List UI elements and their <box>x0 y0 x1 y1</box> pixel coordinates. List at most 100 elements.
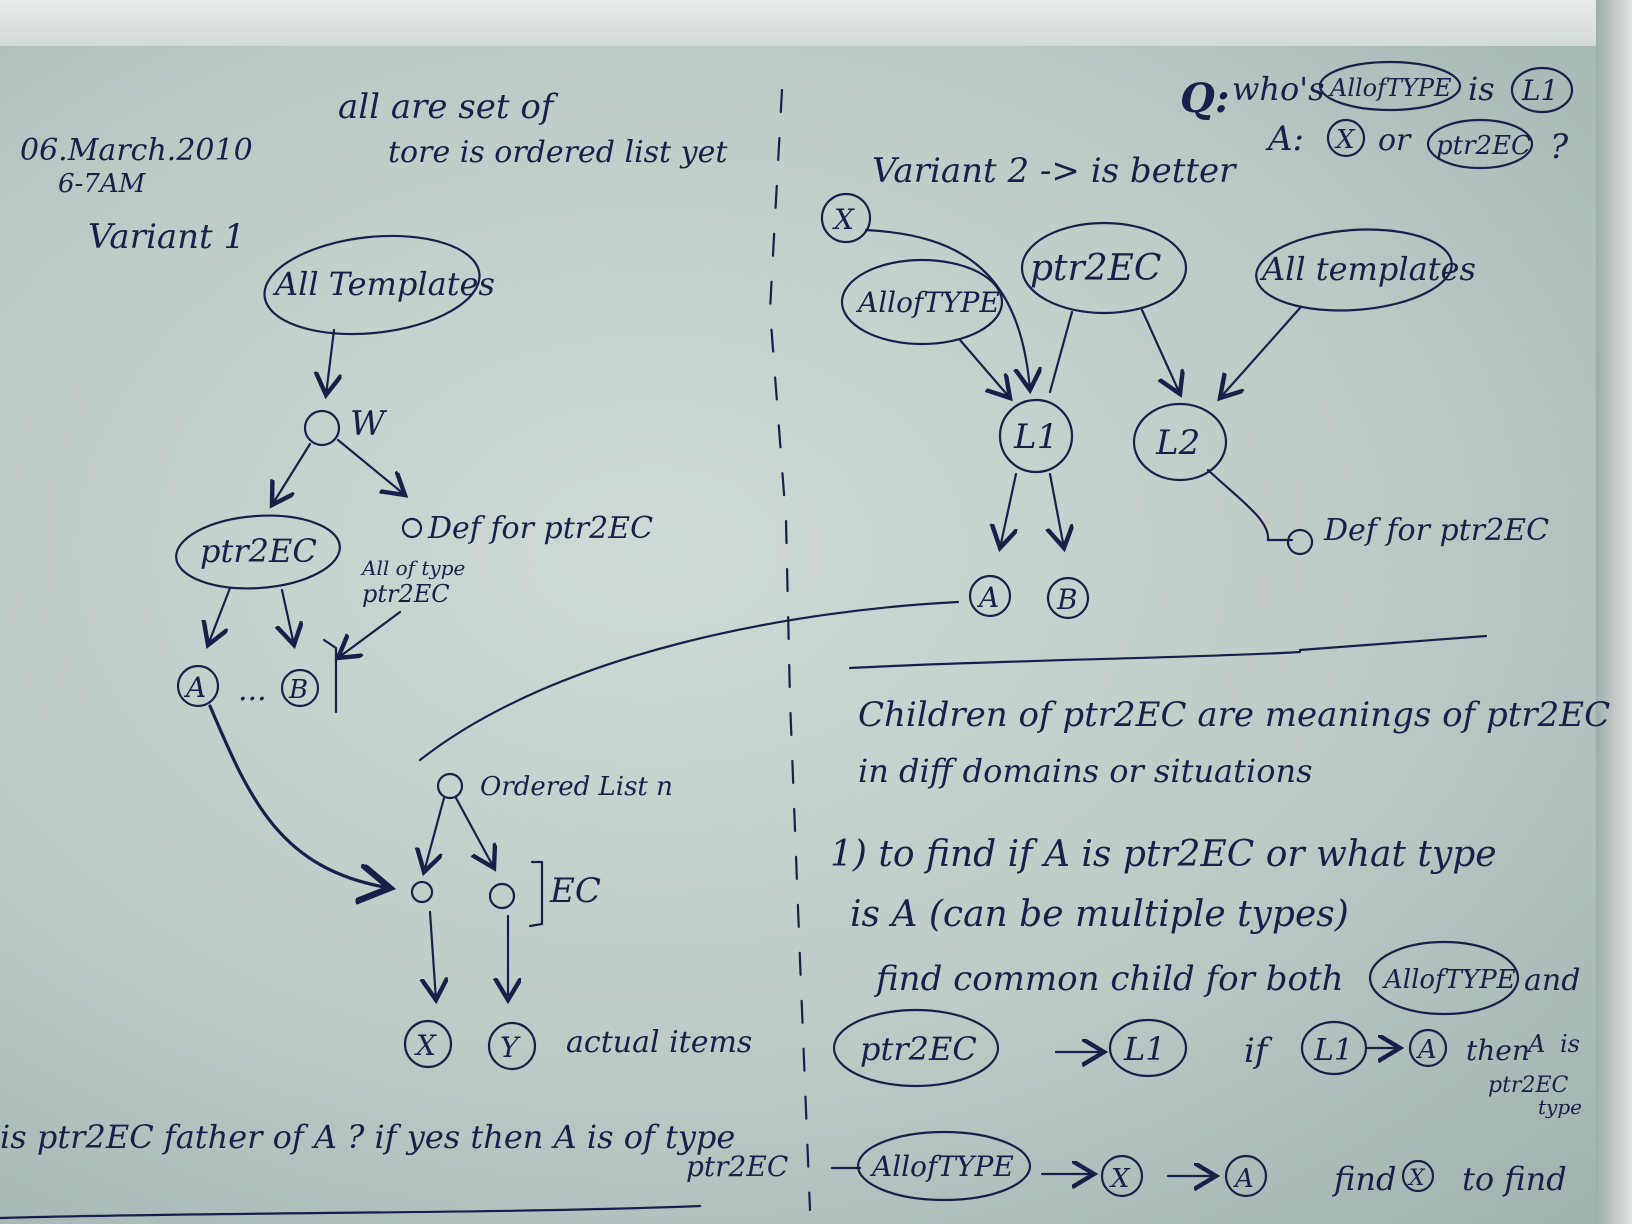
arrow-o1-to-x <box>430 910 436 1000</box>
svg-text:All Templates: All Templates <box>272 265 495 303</box>
svg-text:A: A <box>976 581 999 614</box>
svg-text:X: X <box>1334 125 1356 155</box>
svg-text:ptr2EC: ptr2EC <box>1030 248 1161 289</box>
arrow-templates-to-l2 <box>1220 306 1302 398</box>
notes-line4: is A (can be multiple types) <box>850 894 1349 935</box>
v1-w-node: W <box>303 404 388 447</box>
note-top-line2: tore is ordered list yet <box>388 135 728 170</box>
notes-alloftype-circled: AllofTYPE <box>1368 940 1520 1016</box>
svg-text:L1: L1 <box>1013 417 1058 457</box>
page-divider <box>768 88 812 1212</box>
v2-l1-node: L1 <box>998 398 1074 474</box>
variant2-title: Variant 2 -> is better <box>872 151 1237 191</box>
q-alloftype-circled: AllofTYPE <box>1318 60 1462 112</box>
arrow-ptr2ec-to-a <box>208 586 232 645</box>
curve-cross-link <box>418 600 960 762</box>
notes-type-word: type <box>1538 1095 1582 1119</box>
paper-edge-right <box>1596 0 1632 1224</box>
notes-then: then <box>1466 1034 1530 1067</box>
bottom-question: is ptr2EC father of A ? if yes then A is… <box>0 1118 735 1156</box>
date-text: 06.March.2010 <box>20 133 253 168</box>
arrow-l1-to-b <box>1050 472 1064 548</box>
notes-find: find <box>1332 1160 1396 1198</box>
v2-alloftype-node: AllofTYPE <box>840 258 1004 346</box>
svg-text:L1: L1 <box>1313 1033 1353 1068</box>
arrow-x-to-l1 <box>864 228 1030 390</box>
v1-y-node: Y <box>487 1021 537 1071</box>
svg-text:L1: L1 <box>1123 1030 1166 1068</box>
notes-l1-circled: L1 <box>1108 1018 1188 1078</box>
a-question-mark: ? <box>1550 127 1569 167</box>
notes-x2-circled: X <box>1401 1159 1435 1193</box>
arrow-l1-to-a <box>1000 472 1016 548</box>
a-or: or <box>1378 123 1412 158</box>
notes-line3: 1) to find if A is ptr2EC or what type <box>830 834 1497 875</box>
notes-a2: A <box>1526 1030 1545 1058</box>
svg-text:ptr2EC: ptr2EC <box>860 1030 977 1068</box>
v1-x-node: X <box>403 1019 453 1069</box>
separator-line-1 <box>848 650 1302 670</box>
arrow-w-to-ptr2ec <box>272 442 312 505</box>
svg-text:X: X <box>832 203 855 236</box>
arrow-ptr2ec-to-b <box>282 588 294 645</box>
notes-to-find: to find <box>1462 1160 1567 1198</box>
svg-text:ptr2EC: ptr2EC <box>1436 131 1531 161</box>
notes-line2: in diff domains or situations <box>858 752 1313 790</box>
q-label: Q: <box>1180 75 1230 122</box>
a-ptr2ec-circled: ptr2EC <box>1426 118 1534 170</box>
ec-label: EC <box>549 871 601 911</box>
bottom-question-ptr2ec: ptr2EC <box>686 1150 788 1183</box>
svg-text:A: A <box>183 671 206 704</box>
notes-l1b-circled: L1 <box>1300 1020 1368 1076</box>
arrow-list-to-o2 <box>454 796 494 868</box>
notes-alloftype2-circled: AllofTYPE <box>856 1130 1032 1202</box>
svg-text:AllofTYPE: AllofTYPE <box>1382 965 1516 995</box>
arrow-w-to-def <box>336 438 405 495</box>
arrow-templates-to-w <box>326 328 334 395</box>
bracket-b <box>322 638 338 714</box>
v2-ptr2ec-node: ptr2EC <box>1020 221 1188 315</box>
notes-line1: Children of ptr2EC are meanings of ptr2E… <box>858 695 1610 735</box>
arrow-list-to-o1 <box>424 796 446 872</box>
notes-x-circled: X <box>1100 1154 1144 1198</box>
separator-line-2 <box>1298 634 1488 652</box>
time-text: 6-7AM <box>58 169 147 199</box>
notes-a3-circled: A <box>1224 1154 1268 1198</box>
svg-text:Ordered List n: Ordered List n <box>480 772 673 802</box>
svg-text:A: A <box>1233 1164 1254 1194</box>
arrow-all-of-type <box>338 610 402 658</box>
q-l1-circled: L1 <box>1510 66 1574 114</box>
bottom-scribble <box>0 1204 702 1220</box>
list-item-1 <box>410 880 434 904</box>
notes-ptr2ec-circled: ptr2EC <box>832 1008 1000 1088</box>
svg-text:A: A <box>1416 1035 1437 1065</box>
svg-text:AllofTYPE: AllofTYPE <box>869 1150 1014 1183</box>
all-of-type-label: All of type <box>360 556 465 580</box>
v2-b-node: B <box>1046 576 1090 620</box>
v1-b-node: B <box>280 668 320 708</box>
q-text: who's <box>1232 70 1324 108</box>
a-x-circled: X <box>1326 118 1366 158</box>
arrow-alloftype-to-l1 <box>958 338 1010 398</box>
ellipsis: ... <box>238 673 267 708</box>
arrow-a-to-list-item <box>208 704 390 888</box>
all-of-type-ptr2ec: ptr2EC <box>362 580 450 608</box>
variant1-title: Variant 1 <box>88 217 245 257</box>
list-item-2 <box>488 882 516 910</box>
bracket-ec <box>528 860 544 928</box>
arrow-ptr2ec-to-l2 <box>1140 308 1180 394</box>
v1-ordered-list-node: Ordered List n <box>436 772 673 802</box>
svg-text:L1: L1 <box>1521 74 1558 107</box>
notes-line5: find common child for both <box>873 959 1343 999</box>
a-label: A: <box>1265 119 1304 159</box>
svg-text:All templates: All templates <box>1259 250 1476 288</box>
q-is: is <box>1468 70 1495 108</box>
svg-text:B: B <box>288 675 308 705</box>
svg-text:Def for ptr2EC: Def for ptr2EC <box>427 511 653 546</box>
v2-l2-node: L2 <box>1132 402 1228 482</box>
svg-text:AllofTYPE: AllofTYPE <box>855 286 1000 319</box>
svg-text:AllofTYPE: AllofTYPE <box>1328 74 1452 102</box>
svg-text:Def for ptr2EC: Def for ptr2EC <box>1323 513 1549 548</box>
